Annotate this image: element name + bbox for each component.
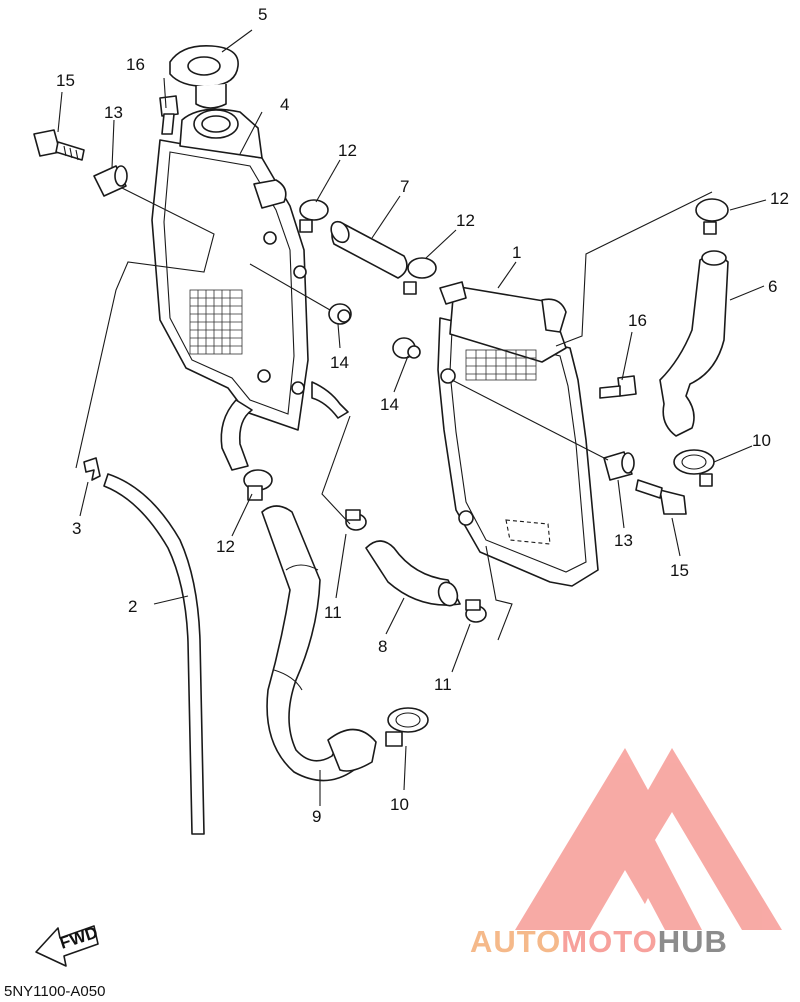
callout-16-left: 16 <box>126 55 145 74</box>
hose-clamp-10-lower <box>385 707 429 747</box>
collar-14-left <box>328 303 352 325</box>
hose-clamp-10-upper <box>673 449 715 487</box>
callout-6: 6 <box>768 277 777 296</box>
callout-12-a: 12 <box>338 141 357 160</box>
callout-13-right: 13 <box>614 531 633 550</box>
callout-numbers: 5 16 4 15 13 12 7 12 12 1 6 16 14 14 10 … <box>56 5 789 826</box>
callout-8: 8 <box>378 637 387 656</box>
radiator-cap <box>169 29 253 109</box>
callout-7: 7 <box>400 177 409 196</box>
callout-11-right: 11 <box>434 675 452 694</box>
callout-16-right: 16 <box>628 311 647 330</box>
watermark-text: AUTOMOTOHUB <box>470 924 728 959</box>
callout-10-upper: 10 <box>752 431 771 450</box>
hose-clamp-11-right <box>465 599 487 623</box>
callout-13-left: 13 <box>104 103 123 122</box>
watermark-moto: MOTO <box>561 924 657 959</box>
right-radiator <box>437 281 599 587</box>
bolt-15-left <box>33 129 85 161</box>
hose-clamp-11-left <box>345 509 367 531</box>
callout-15-right: 15 <box>670 561 689 580</box>
grommet-13-right <box>603 451 635 481</box>
left-radiator <box>151 108 349 471</box>
collar-14-right <box>392 337 421 359</box>
callout-12-b: 12 <box>456 211 475 230</box>
callout-12-c: 12 <box>770 189 789 208</box>
diagram-code: 5NY1100-A050 <box>4 983 105 1000</box>
grommet-13-left <box>93 165 128 197</box>
callout-12-d: 12 <box>216 537 235 556</box>
callout-11-left: 11 <box>324 603 342 622</box>
watermark-logo-icon <box>515 748 782 930</box>
connecting-tube <box>330 220 408 279</box>
callout-9: 9 <box>312 807 321 826</box>
hose-clamp-12-a <box>299 199 329 233</box>
callout-3: 3 <box>72 519 81 538</box>
watermark-hub: HUB <box>658 924 728 959</box>
callout-5: 5 <box>258 5 267 24</box>
watermark-auto: AUTO <box>470 924 561 959</box>
hose-clip <box>83 457 101 481</box>
small-hose <box>365 540 461 607</box>
hose-clamp-12-c <box>695 198 729 235</box>
lower-hose <box>261 505 377 782</box>
leader-lines <box>57 77 767 806</box>
upper-right-hose <box>659 250 729 437</box>
callout-10-lower: 10 <box>390 795 409 814</box>
callout-15-left: 15 <box>56 71 75 90</box>
callout-1: 1 <box>512 243 521 262</box>
hose-clamp-12-b <box>403 257 437 295</box>
callout-4: 4 <box>280 95 289 114</box>
bolt-16-left <box>159 95 179 135</box>
callout-14-right: 14 <box>380 395 399 414</box>
fwd-arrow-icon: FWD <box>35 923 100 967</box>
callout-2: 2 <box>128 597 137 616</box>
hose-clamp-12-d <box>243 469 273 501</box>
bolt-15-right <box>635 479 687 515</box>
bolt-16-right <box>599 375 637 399</box>
overflow-hose <box>103 473 205 835</box>
callout-14-left: 14 <box>330 353 349 372</box>
